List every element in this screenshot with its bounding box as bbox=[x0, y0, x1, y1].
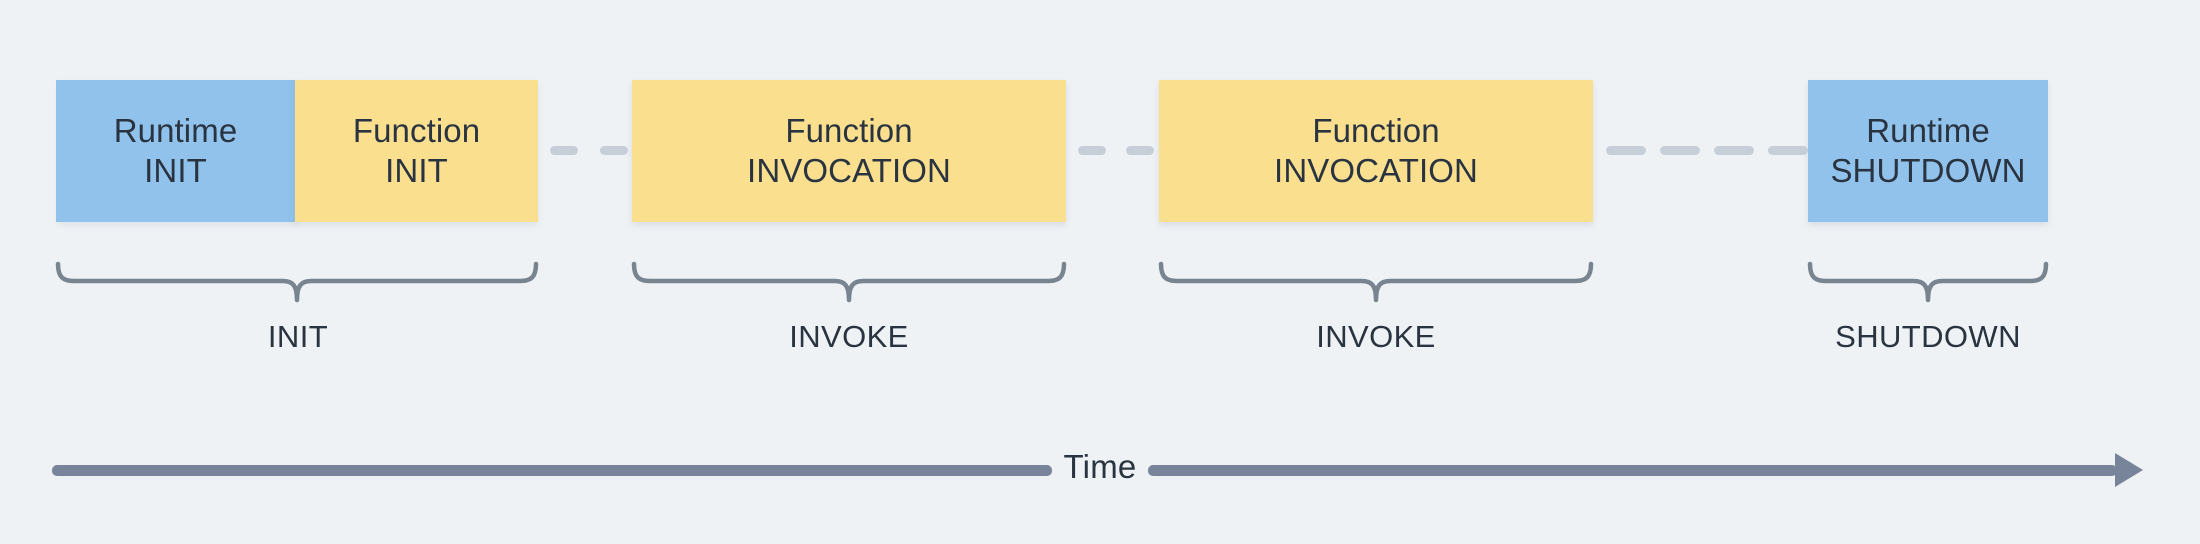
box-runtime-init-line2: INIT bbox=[144, 152, 207, 189]
brace-init bbox=[55, 261, 539, 304]
time-axis-arrowhead-icon bbox=[2115, 453, 2143, 487]
connector-dash bbox=[1714, 146, 1754, 155]
connector-dash bbox=[1078, 146, 1106, 155]
phase-label-invoke-1: INVOKE bbox=[789, 319, 909, 354]
box-function-invocation-2-line1: Function bbox=[1312, 111, 1440, 149]
connector-dash bbox=[600, 146, 628, 155]
time-axis-line-right bbox=[1148, 465, 2117, 476]
phase-label-shutdown: SHUTDOWN bbox=[1835, 319, 2021, 354]
brace-invoke-1 bbox=[631, 261, 1067, 304]
box-function-invocation-2: Function INVOCATION bbox=[1159, 80, 1593, 222]
connector-dash bbox=[1126, 146, 1154, 155]
phase-label-invoke-2: INVOKE bbox=[1316, 319, 1436, 354]
brace-invoke-2 bbox=[1158, 261, 1594, 304]
box-function-invocation-1: Function INVOCATION bbox=[632, 80, 1066, 222]
brace-shutdown bbox=[1807, 261, 2049, 304]
time-axis-line-left bbox=[52, 465, 1052, 476]
connector-dash bbox=[1768, 146, 1808, 155]
phase-label-init: INIT bbox=[267, 319, 329, 354]
box-function-invocation-1-line2: INVOCATION bbox=[747, 152, 951, 189]
box-runtime-shutdown-line2: SHUTDOWN bbox=[1830, 152, 2026, 189]
connector-dash bbox=[1606, 146, 1646, 155]
box-function-init: Function INIT bbox=[295, 80, 538, 222]
connector-dash bbox=[550, 146, 578, 155]
time-axis-label: Time bbox=[1063, 448, 1137, 485]
box-function-init-line2: INIT bbox=[385, 152, 448, 189]
box-runtime-shutdown-line1: Runtime bbox=[1866, 111, 1990, 149]
box-function-invocation-2-line2: INVOCATION bbox=[1274, 152, 1478, 189]
box-function-init-line1: Function bbox=[352, 111, 481, 149]
connector-dash bbox=[1660, 146, 1700, 155]
box-runtime-shutdown: Runtime SHUTDOWN bbox=[1808, 80, 2048, 222]
box-runtime-init-line1: Runtime bbox=[113, 111, 238, 149]
box-function-invocation-1-line1: Function bbox=[785, 111, 913, 149]
box-runtime-init: Runtime INIT bbox=[56, 80, 295, 222]
